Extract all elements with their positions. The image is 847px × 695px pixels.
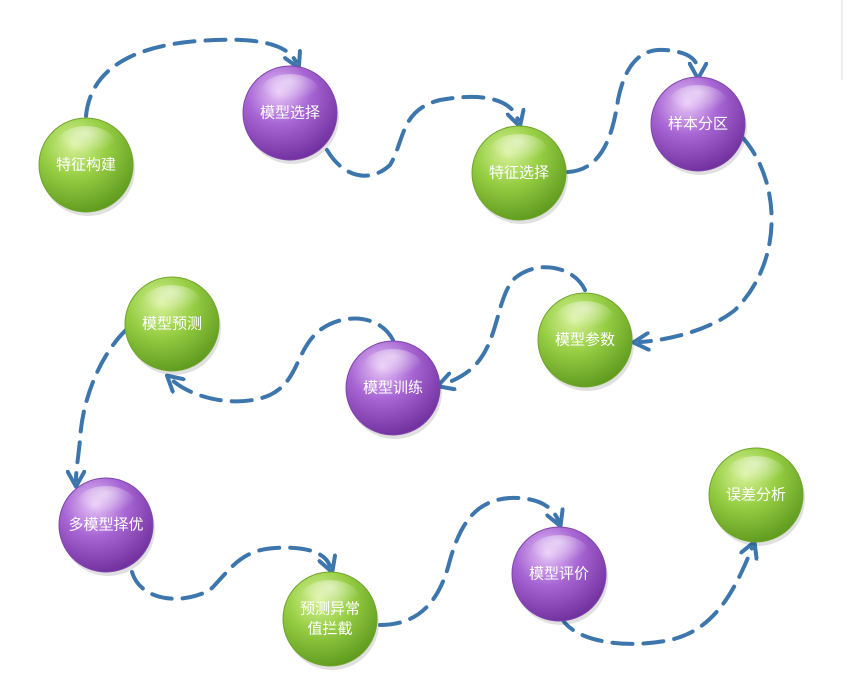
node-highlight — [668, 84, 728, 121]
node-label: 模型选择 — [260, 104, 320, 122]
connector-anomaly-interception-to-model-evaluation — [378, 495, 558, 627]
node-label: 误差分析 — [726, 486, 786, 504]
connector-model-prediction-to-multi-model-selection — [76, 328, 128, 480]
connector-feature-selection-to-sample-partition — [566, 47, 698, 174]
connector-feature-construction-to-model-selection — [84, 37, 296, 118]
node-label: 值拦截 — [307, 620, 352, 638]
node-highlight — [300, 579, 360, 616]
node-model-selection: 模型选择 — [242, 65, 339, 164]
node-highlight — [726, 455, 786, 492]
node-label: 特征选择 — [489, 164, 549, 182]
node-label: 模型评价 — [529, 565, 589, 583]
connector-sample-partition-to-model-params — [640, 136, 774, 342]
connector-multi-model-selection-to-anomaly-interception — [130, 545, 330, 601]
node-feature-construction: 特征构建 — [38, 117, 135, 216]
node-highlight — [529, 534, 589, 571]
node-model-training: 模型训练 — [345, 340, 442, 439]
connectors — [76, 37, 774, 646]
node-feature-selection: 特征选择 — [471, 125, 568, 224]
node-label: 样本分区 — [668, 115, 728, 133]
node-label: 特征构建 — [56, 156, 116, 174]
node-highlight — [260, 73, 320, 110]
node-label: 多模型择优 — [68, 516, 143, 534]
node-multi-model-selection: 多模型择优 — [58, 477, 155, 576]
connector-model-training-to-model-prediction — [172, 316, 395, 404]
connector-model-selection-to-feature-selection — [325, 95, 518, 178]
node-label: 模型参数 — [555, 331, 615, 349]
connector-model-evaluation-to-error-analysis — [558, 548, 752, 646]
node-label: 模型预测 — [142, 315, 202, 333]
node-model-params: 模型参数 — [537, 292, 634, 391]
node-highlight — [76, 485, 136, 522]
node-highlight — [142, 284, 202, 321]
node-highlight — [555, 300, 615, 337]
connector-model-params-to-model-training — [444, 265, 587, 384]
node-model-prediction: 模型预测 — [124, 276, 221, 375]
node-highlight — [56, 125, 116, 162]
node-label: 预测异常 — [300, 600, 360, 618]
node-highlight — [363, 348, 423, 385]
node-label: 模型训练 — [363, 379, 423, 397]
node-highlight — [489, 133, 549, 170]
node-error-analysis: 误差分析 — [708, 447, 805, 546]
node-model-evaluation: 模型评价 — [511, 526, 608, 625]
node-sample-partition: 样本分区 — [650, 76, 747, 175]
